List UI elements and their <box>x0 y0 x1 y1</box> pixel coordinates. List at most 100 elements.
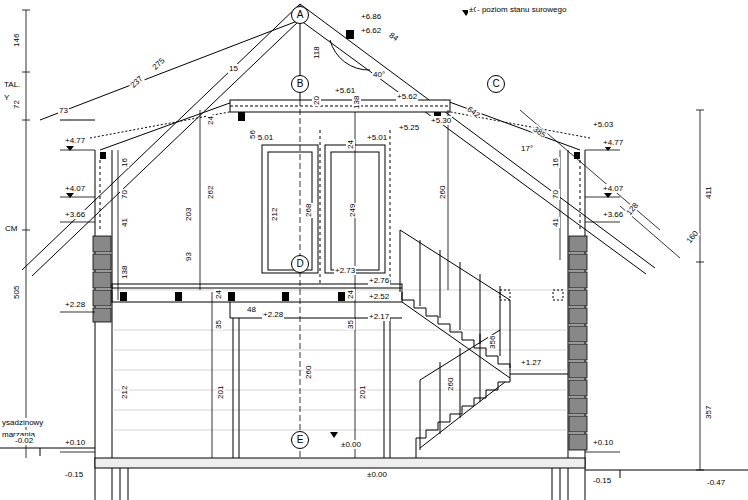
dimension-label: +6.62 <box>360 26 382 35</box>
ceiling-part <box>230 100 450 112</box>
dimension-label: 35 <box>346 319 355 330</box>
dimension-label: +3.66 <box>602 210 624 219</box>
dimension-label: +2.28 <box>262 310 284 319</box>
stairs-part <box>500 290 510 300</box>
dimension-label: +0.10 <box>64 438 86 447</box>
stairs-part <box>420 382 505 448</box>
dimension-label: 24 <box>206 115 215 126</box>
stairs-part <box>400 230 510 368</box>
walls-part <box>95 150 585 500</box>
dimension-label: CM <box>4 224 18 233</box>
dimension-label: +1.27 <box>520 358 542 367</box>
dimension-label: -0.15 <box>64 470 84 479</box>
dimension-label: 146 <box>12 33 21 48</box>
roof-part <box>90 110 590 138</box>
dimension-label: 40° <box>372 70 386 79</box>
roof-part <box>32 20 646 276</box>
dimension-label: 24 <box>346 289 355 300</box>
brick-columns-part <box>569 434 587 450</box>
dimension-label: 268 <box>304 203 313 218</box>
dimension-label: 237 <box>128 73 145 90</box>
dimension-label: ±0.00 <box>340 440 362 449</box>
beam-sections-part <box>238 112 245 121</box>
section-marker: E <box>291 431 309 449</box>
dimension-label: 505 <box>12 285 21 300</box>
brick-columns-part <box>93 272 111 288</box>
beam-sections-part <box>228 292 235 301</box>
ceiling <box>230 100 450 112</box>
dimension-label: 41 <box>120 217 129 228</box>
section-marker: B <box>291 75 309 93</box>
dimension-label: 84 <box>387 30 401 44</box>
dimension-lines-part <box>22 10 30 458</box>
dimension-label: 138 <box>352 95 361 110</box>
dimension-label: 262 <box>206 185 215 200</box>
dimension-label: 20 <box>312 95 321 106</box>
dimension-label: 411 <box>704 185 713 200</box>
brick-columns-part <box>569 398 587 414</box>
dimension-label: +5.25 <box>398 123 420 132</box>
brick-columns-part <box>93 308 111 322</box>
dimension-label: 70 <box>120 189 129 200</box>
stairs-part <box>420 330 500 450</box>
beam-sections <box>100 30 580 301</box>
dimension-label: 35 <box>214 319 223 330</box>
level-marks <box>66 10 612 438</box>
dimension-label: 70 <box>551 189 560 200</box>
section-marker: D <box>291 255 309 273</box>
marker-letter: C <box>492 79 499 89</box>
dimension-label: 128 <box>624 200 641 218</box>
marker-letter: B <box>297 79 304 89</box>
dimension-label: +3.66 <box>64 210 86 219</box>
stairs-part <box>553 290 563 300</box>
floor-slab-part <box>112 288 402 318</box>
dimension-label: 385 <box>531 124 549 140</box>
dimension-label: 201 <box>358 385 367 400</box>
dimension-label: 72 <box>12 99 21 110</box>
brick-columns-part <box>569 308 587 324</box>
walls-part <box>100 160 580 232</box>
beam-sections-part <box>338 292 345 301</box>
dimension-label: +5.01 <box>366 133 388 142</box>
dimension-label: 56 <box>248 129 257 140</box>
dimension-label: +4.07 <box>602 184 624 193</box>
dimension-label: 212 <box>270 207 279 222</box>
dimension-label: 16 <box>551 157 560 168</box>
dimension-lines-part <box>118 110 560 458</box>
dimension-label: +6.86 <box>360 12 382 21</box>
dimension-label: ysadzinowy <box>1 418 44 427</box>
dimension-label: 642 <box>465 104 483 120</box>
beam-sections-part <box>346 30 354 39</box>
dimension-label: 16 <box>120 157 129 168</box>
dimension-label: +2.17 <box>368 312 390 321</box>
floor-slab-part <box>112 284 402 302</box>
dimension-label: +5.61 <box>334 86 356 95</box>
dimension-label: 160 <box>684 228 701 246</box>
brick-columns-part <box>569 344 587 360</box>
dimension-label: 15 <box>228 64 239 73</box>
ground-slab-part <box>40 448 620 478</box>
dimension-label: 203 <box>184 207 193 222</box>
marker-letter: A <box>297 10 304 20</box>
brick-columns-part <box>569 236 587 252</box>
dimension-label: 73 <box>58 106 69 115</box>
dimension-label: +5.30 <box>430 116 452 125</box>
dimension-label: TAL. <box>3 80 21 89</box>
dimension-lines-part <box>520 110 680 258</box>
dimension-label: 41 <box>551 217 560 228</box>
brick-columns-part <box>93 236 111 252</box>
dimension-lines <box>22 10 704 470</box>
beam-sections-part <box>574 152 580 159</box>
dimension-label: +2.76 <box>368 276 390 285</box>
brick-columns <box>93 236 587 450</box>
dimension-label: -0.15 <box>592 476 612 485</box>
stairs-part <box>402 302 510 378</box>
dimension-label: 201 <box>216 385 225 400</box>
brick-columns-part <box>93 254 111 270</box>
dimension-lines-part <box>300 100 301 458</box>
dimension-label: 212 <box>120 385 129 400</box>
walls <box>95 150 585 500</box>
level-marks-part <box>330 432 338 438</box>
doors-part <box>268 152 312 270</box>
beam-sections-part <box>120 292 127 301</box>
